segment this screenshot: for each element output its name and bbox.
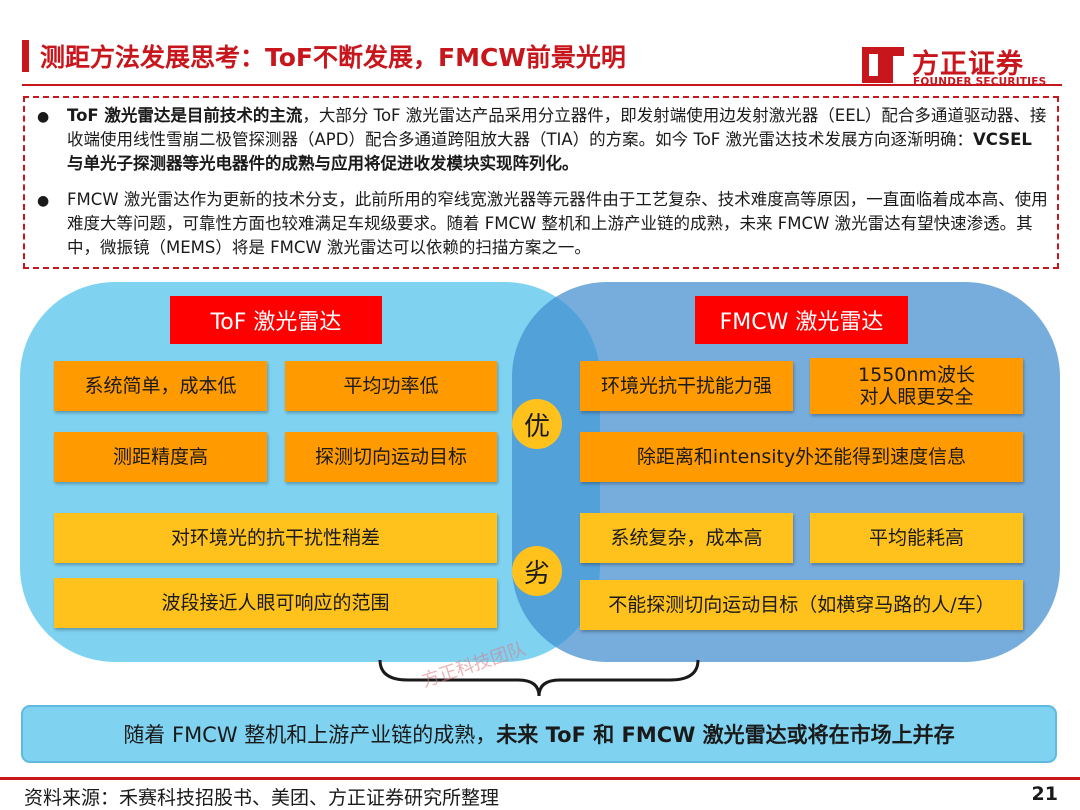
pros-badge: 优 [512, 399, 562, 449]
fmcw-label: FMCW 激光雷达 [695, 296, 908, 344]
tof-con-item: 波段接近人眼可响应的范围 [54, 578, 497, 628]
company-logo: 方正证券 FOUNDER SECURITIES [862, 42, 1062, 92]
bullet-text: ToF 激光雷达是目前技术的主流，大部分 ToF 激光雷达产品采用分立器件，即发… [67, 104, 1052, 176]
tof-pro-item: 平均功率低 [285, 361, 497, 411]
summary-box: ● ToF 激光雷达是目前技术的主流，大部分 ToF 激光雷达产品采用分立器件，… [23, 96, 1059, 269]
logo-chinese-name: 方正证券 [912, 49, 1024, 80]
fmcw-con-item: 系统复杂，成本高 [580, 513, 793, 563]
bullet-body: ，大部分 ToF 激光雷达产品采用分立器件，即发射端使用边发射激光器（EEL）配… [67, 106, 1047, 149]
fmcw-pro-item-wavelength: 1550nm波长 对人眼更安全 [810, 358, 1023, 414]
conclusion-text: 随着 FMCW 整机和上游产业链的成熟， [123, 723, 497, 747]
footer-divider [0, 777, 1080, 780]
fmcw-pro-wavelength-line1: 1550nm波长 [858, 364, 975, 386]
page-title: 测距方法发展思考：ToF不断发展，FMCW前景光明 [40, 43, 626, 72]
bullet-bold-tail: VCSEL 与单光子探测器等光电器件的成熟与应用将促进收发模块实现阵列化。 [67, 130, 1032, 173]
tof-pro-item: 测距精度高 [54, 432, 267, 482]
page-number: 21 [1031, 783, 1058, 805]
fmcw-pro-wavelength-line2: 对人眼更安全 [859, 386, 974, 408]
bullet-icon: ● [37, 109, 50, 125]
summary-bullet-fmcw: ● FMCW 激光雷达作为更新的技术分支，此前所用的窄线宽激光器等元器件由于工艺… [37, 188, 1052, 260]
bullet-bold-lead: ToF 激光雷达是目前技术的主流 [67, 106, 303, 125]
fmcw-pro-item: 除距离和intensity外还能得到速度信息 [580, 432, 1023, 482]
tof-pro-item: 探测切向运动目标 [285, 432, 497, 482]
fmcw-con-item: 平均能耗高 [810, 513, 1023, 563]
tof-con-item: 对环境光的抗干扰性稍差 [54, 513, 497, 563]
source-note: 资料来源：禾赛科技招股书、美团、方正证券研究所整理 [24, 787, 500, 809]
header-divider [22, 84, 1062, 86]
title-accent-bar [22, 40, 29, 72]
logo-english-name: FOUNDER SECURITIES [913, 76, 1047, 88]
founder-logo-icon [862, 47, 904, 83]
tof-pro-item: 系统简单，成本低 [54, 361, 267, 411]
fmcw-con-item: 不能探测切向运动目标（如横穿马路的人/车） [580, 580, 1023, 630]
bullet-icon: ● [37, 193, 50, 209]
fmcw-pro-item: 环境光抗干扰能力强 [580, 361, 793, 411]
summary-bullet-tof: ● ToF 激光雷达是目前技术的主流，大部分 ToF 激光雷达产品采用分立器件，… [37, 104, 1052, 176]
conclusion-bold: 未来 ToF 和 FMCW 激光雷达或将在市场上并存 [496, 723, 955, 747]
bullet-text: FMCW 激光雷达作为更新的技术分支，此前所用的窄线宽激光器等元器件由于工艺复杂… [67, 190, 1048, 257]
conclusion-box: 随着 FMCW 整机和上游产业链的成熟，未来 ToF 和 FMCW 激光雷达或将… [21, 705, 1057, 763]
brace-connector-icon [378, 659, 700, 697]
tof-label: ToF 激光雷达 [170, 296, 382, 344]
cons-badge: 劣 [512, 546, 562, 596]
